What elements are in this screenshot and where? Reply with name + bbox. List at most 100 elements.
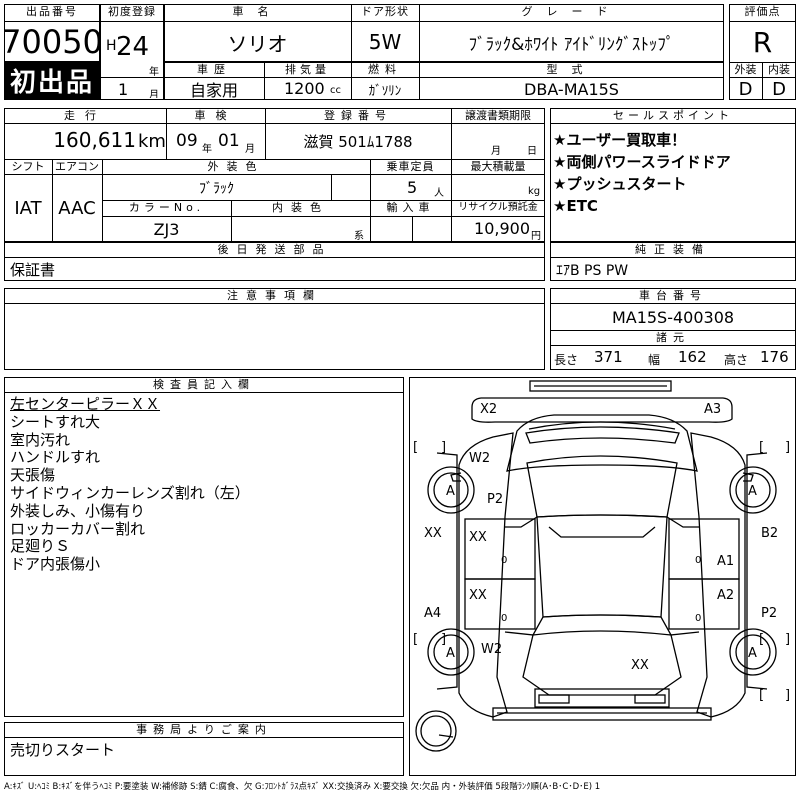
inspection-year-unit: 年 <box>202 144 212 154</box>
inspection-label: 車検 <box>194 109 237 122</box>
recycle-label: リサイクル預託金 <box>458 202 538 213</box>
ext-color-label: 外装色 <box>207 160 265 173</box>
note-line: 天張傷 <box>10 466 56 485</box>
inspection-month: 01 <box>218 131 240 151</box>
sales-point-item: ★ユーザー買取車！ <box>553 131 687 149</box>
bracket-open: [ <box>759 440 764 455</box>
displacement-unit: cc <box>330 85 341 96</box>
rating-label: 評価点 <box>744 5 781 18</box>
registration-number: 滋賀 501ﾑ1788 <box>303 133 413 151</box>
sales-point-item: ★プッシュスタート <box>553 175 687 193</box>
office-guidance-value: 売切りスタート <box>10 741 116 759</box>
fuel-label: 燃料 <box>368 63 402 76</box>
interior-label: 内装 <box>768 63 790 76</box>
color-no: ZJ3 <box>153 220 180 239</box>
mark-a4: A4 <box>424 606 441 621</box>
note-line: ロッカーカバー割れ <box>10 519 146 538</box>
displacement: 1200 <box>284 79 325 98</box>
mark-zero: 0 <box>695 555 701 566</box>
length-label: 長さ <box>554 353 579 367</box>
mark-b2: B2 <box>761 526 778 541</box>
mark-xx-front-door-left: XX <box>469 530 487 545</box>
color-no-label: カラーNo. <box>128 201 205 214</box>
genuine-equipment-box <box>550 242 796 281</box>
exterior-grade: D <box>738 78 753 100</box>
specs-label: 諸元 <box>656 331 690 344</box>
aircon: AAC <box>58 198 96 219</box>
import-label: 輸入車 <box>386 201 435 214</box>
note-line: 左センターピラーＸＸ <box>10 395 161 413</box>
mileage-unit: km <box>138 131 166 152</box>
car-outline <box>415 380 768 752</box>
later-parts-label: 後日発送部品 <box>217 243 332 256</box>
mark-a1: A1 <box>717 554 734 569</box>
height-label: 高さ <box>724 353 749 367</box>
transfer-month-unit: 月 <box>491 146 501 156</box>
sales-points-label: セールスポイント <box>613 109 733 122</box>
max-load-unit: kg <box>528 186 541 197</box>
mark-wheel-front-right: A <box>748 484 757 499</box>
recycle-unit: 円 <box>531 231 541 241</box>
bracket-close: ] <box>441 632 446 647</box>
car-name: ソリオ <box>227 31 288 56</box>
capacity-label: 乗車定員 <box>386 160 435 173</box>
recycle-fee: 10,900 <box>474 219 530 238</box>
mark-p2-left: P2 <box>487 492 503 507</box>
fuel: ｶﾞｿﾘﾝ <box>368 83 402 99</box>
car-info-bottom <box>164 62 724 100</box>
note-line: 足廻りＳ <box>10 537 71 556</box>
mark-front-right: A3 <box>704 402 721 417</box>
listing-number: 70050 <box>4 23 100 61</box>
grade-label: グレード <box>521 5 622 18</box>
bracket-close: ] <box>785 632 790 647</box>
vehicle-details-table <box>4 108 545 242</box>
width-label: 幅 <box>648 353 661 367</box>
history-label: 車歴 <box>197 63 231 76</box>
mark-w2-bottom: W2 <box>481 642 502 657</box>
max-load-label: 最大積載量 <box>470 160 526 173</box>
genuine-equipment-label: 純正装備 <box>635 243 711 256</box>
mark-wheel-rear-left: A <box>446 646 455 661</box>
note-line: サイドウィンカーレンズ割れ（左） <box>10 483 250 502</box>
capacity-unit: 人 <box>434 188 444 198</box>
model: DBA-MA15S <box>524 79 619 99</box>
car-name-label: 車名 <box>232 5 283 18</box>
mileage: 160,611 <box>53 128 136 152</box>
height-value: 176 <box>760 348 789 366</box>
caution-label: 注意事項欄 <box>227 289 322 302</box>
model-label: 型式 <box>546 63 597 76</box>
first-registration-month: 1 <box>118 80 129 98</box>
sales-points-box <box>550 108 796 242</box>
chassis-box <box>550 288 796 370</box>
era: H <box>106 38 117 54</box>
history: 自家用 <box>189 81 238 100</box>
grade: ﾌﾞﾗｯｸ&ﾎﾜｲﾄ ｱｲﾄﾞﾘﾝｸﾞｽﾄｯﾌﾟ <box>468 34 675 55</box>
door-type: 5W <box>368 30 402 54</box>
mark-xx-left-side: XX <box>424 526 442 541</box>
int-color-unit: 系 <box>354 231 364 241</box>
genuine-equipment-value: ｴｱB PS PW <box>556 262 629 279</box>
mark-zero: 0 <box>695 613 701 624</box>
exterior-label: 外装 <box>734 63 757 76</box>
bracket-open: [ <box>759 688 764 703</box>
first-registration-year: 24 <box>116 32 150 62</box>
inspector-notes-label: 検査員記入欄 <box>153 378 255 391</box>
aircon-label: エアコン <box>55 160 99 173</box>
registration-label: 登録番号 <box>324 109 392 122</box>
transfer-day-unit: 日 <box>527 146 537 156</box>
vehicle-condition-diagram: [ ] [ ] [ ] [ ] [ ] X2 A3 W2 A A P2 XX X… <box>409 377 796 776</box>
mark-a2: A2 <box>717 588 734 603</box>
legend: A:ｷｽﾞ U:ﾍｺﾐ B:ｷｽﾞを伴うﾍｺﾐ P:要塗装 W:補修跡 S:錆 … <box>4 782 601 792</box>
caution-box <box>4 288 545 370</box>
chassis-number: MA15S-400308 <box>611 307 735 327</box>
mark-zero: 0 <box>501 613 507 624</box>
width-value: 162 <box>678 348 707 366</box>
car-info-top <box>164 4 724 62</box>
note-line: 室内汚れ <box>10 430 71 449</box>
first-registration-label: 初度登録 <box>108 5 156 18</box>
inspection-year: 09 <box>176 131 198 151</box>
shift-label: シフト <box>11 160 45 173</box>
later-parts-value: 保証書 <box>10 261 56 279</box>
ext-color: ﾌﾞﾗｯｸ <box>199 180 234 197</box>
bracket-close: ] <box>785 440 790 455</box>
